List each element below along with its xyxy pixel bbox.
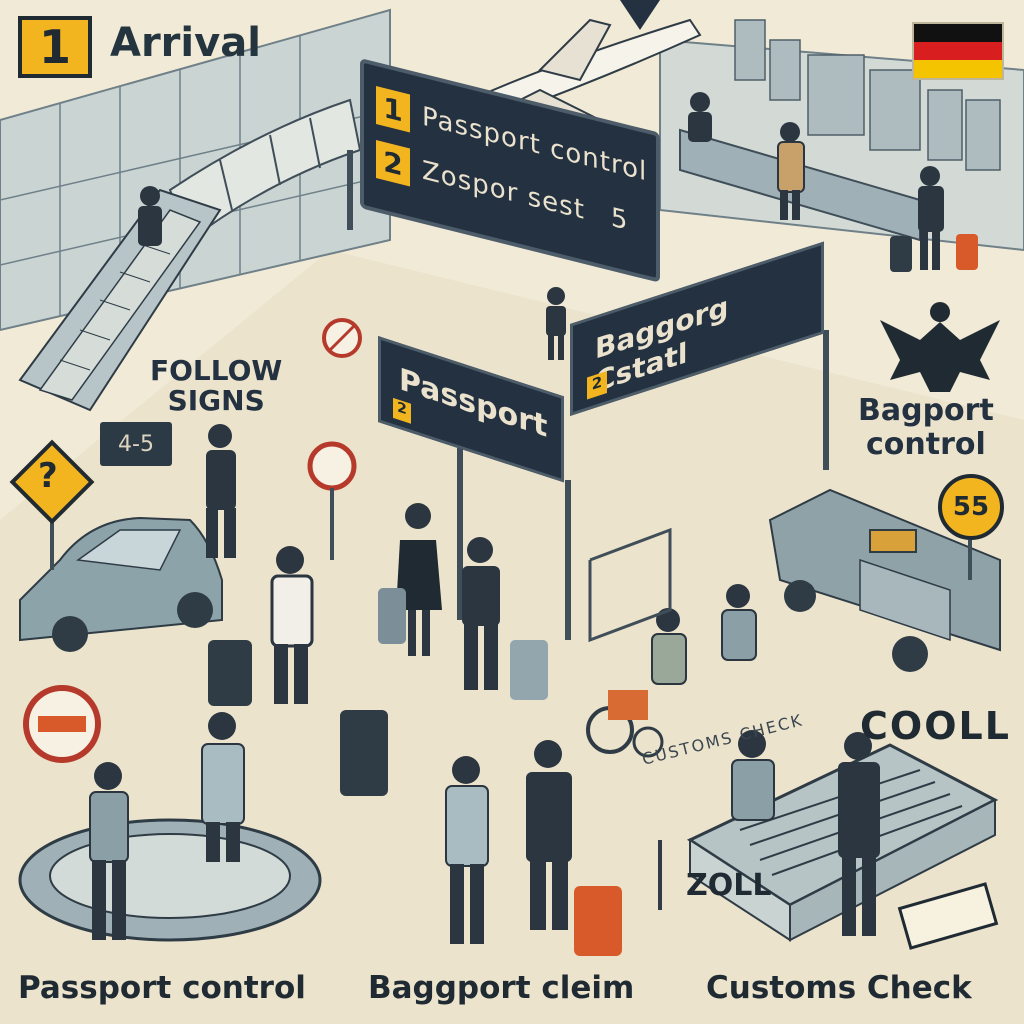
suitcase bbox=[208, 640, 252, 706]
car-illustration bbox=[19, 516, 223, 652]
flag-stripe-black bbox=[914, 24, 1002, 42]
suitcase bbox=[378, 588, 406, 644]
caption-customs-check: Customs Check bbox=[706, 970, 972, 1006]
traveler bbox=[838, 732, 880, 936]
traveler bbox=[462, 537, 500, 690]
caption-baggage-claim: Baggport cleim bbox=[368, 970, 635, 1006]
jet-bridge bbox=[168, 98, 362, 242]
traveler bbox=[206, 424, 236, 558]
flag-stripe-red bbox=[914, 41, 1002, 60]
suitcases bbox=[208, 234, 978, 956]
follow-signs-line: SIGNS bbox=[167, 384, 265, 417]
traveler bbox=[89, 762, 129, 940]
german-flag bbox=[912, 22, 1004, 80]
traveler bbox=[721, 584, 757, 661]
suitcase bbox=[340, 710, 388, 796]
traveler bbox=[138, 186, 162, 246]
traveler bbox=[918, 166, 944, 270]
prohibition-sign bbox=[307, 441, 357, 560]
info-screens bbox=[734, 19, 1001, 171]
eagle-emblem bbox=[880, 302, 1000, 392]
direction-badge: 1 bbox=[376, 85, 410, 133]
zoll-table-label: ZOLL bbox=[686, 868, 772, 903]
direction-badge: 2 bbox=[376, 139, 410, 187]
gate-posts bbox=[347, 150, 829, 640]
speed-sign: 55 bbox=[938, 474, 1004, 540]
no-entry-sign bbox=[23, 685, 101, 763]
gate-number-sign: 4-5 bbox=[100, 422, 172, 466]
traveler bbox=[396, 503, 442, 656]
traveler bbox=[731, 730, 775, 821]
travelers bbox=[89, 92, 944, 944]
bagport-control-line: Bagport bbox=[858, 393, 994, 428]
zoll-heading: COOLL bbox=[860, 704, 1011, 748]
follow-signs-label: FOLLOW SIGNS bbox=[150, 356, 282, 416]
gate-sign-badge: 2 bbox=[393, 397, 411, 424]
caption-passport-control: Passport control bbox=[18, 970, 306, 1006]
baggage-carousel bbox=[18, 818, 322, 942]
step-number-badge: 1 bbox=[18, 16, 92, 78]
follow-signs-line: FOLLOW bbox=[150, 354, 283, 387]
suitcase bbox=[890, 236, 912, 272]
bagport-control-line: control bbox=[866, 427, 986, 462]
direction-number: 5 bbox=[610, 202, 629, 237]
traveler bbox=[688, 92, 712, 142]
traveler bbox=[546, 287, 566, 360]
suitcase bbox=[510, 640, 548, 700]
page-title: Arrival bbox=[110, 20, 261, 66]
queue-barrier bbox=[588, 527, 672, 643]
suitcase bbox=[956, 234, 978, 270]
escalator bbox=[18, 188, 222, 412]
traveler bbox=[270, 546, 314, 704]
bagport-control-label: Bagport control bbox=[858, 394, 994, 462]
flag-stripe-gold bbox=[914, 59, 1002, 78]
wheelchair-illustration bbox=[586, 690, 664, 758]
question-icon: ? bbox=[38, 456, 58, 496]
suitcase bbox=[574, 886, 622, 956]
traveler bbox=[445, 756, 489, 944]
traveler bbox=[777, 122, 805, 220]
traveler bbox=[526, 740, 572, 930]
truck-illustration bbox=[768, 488, 1001, 672]
traveler bbox=[201, 712, 245, 862]
left-glass-wall bbox=[0, 8, 391, 332]
prohibition-sign bbox=[322, 318, 362, 358]
